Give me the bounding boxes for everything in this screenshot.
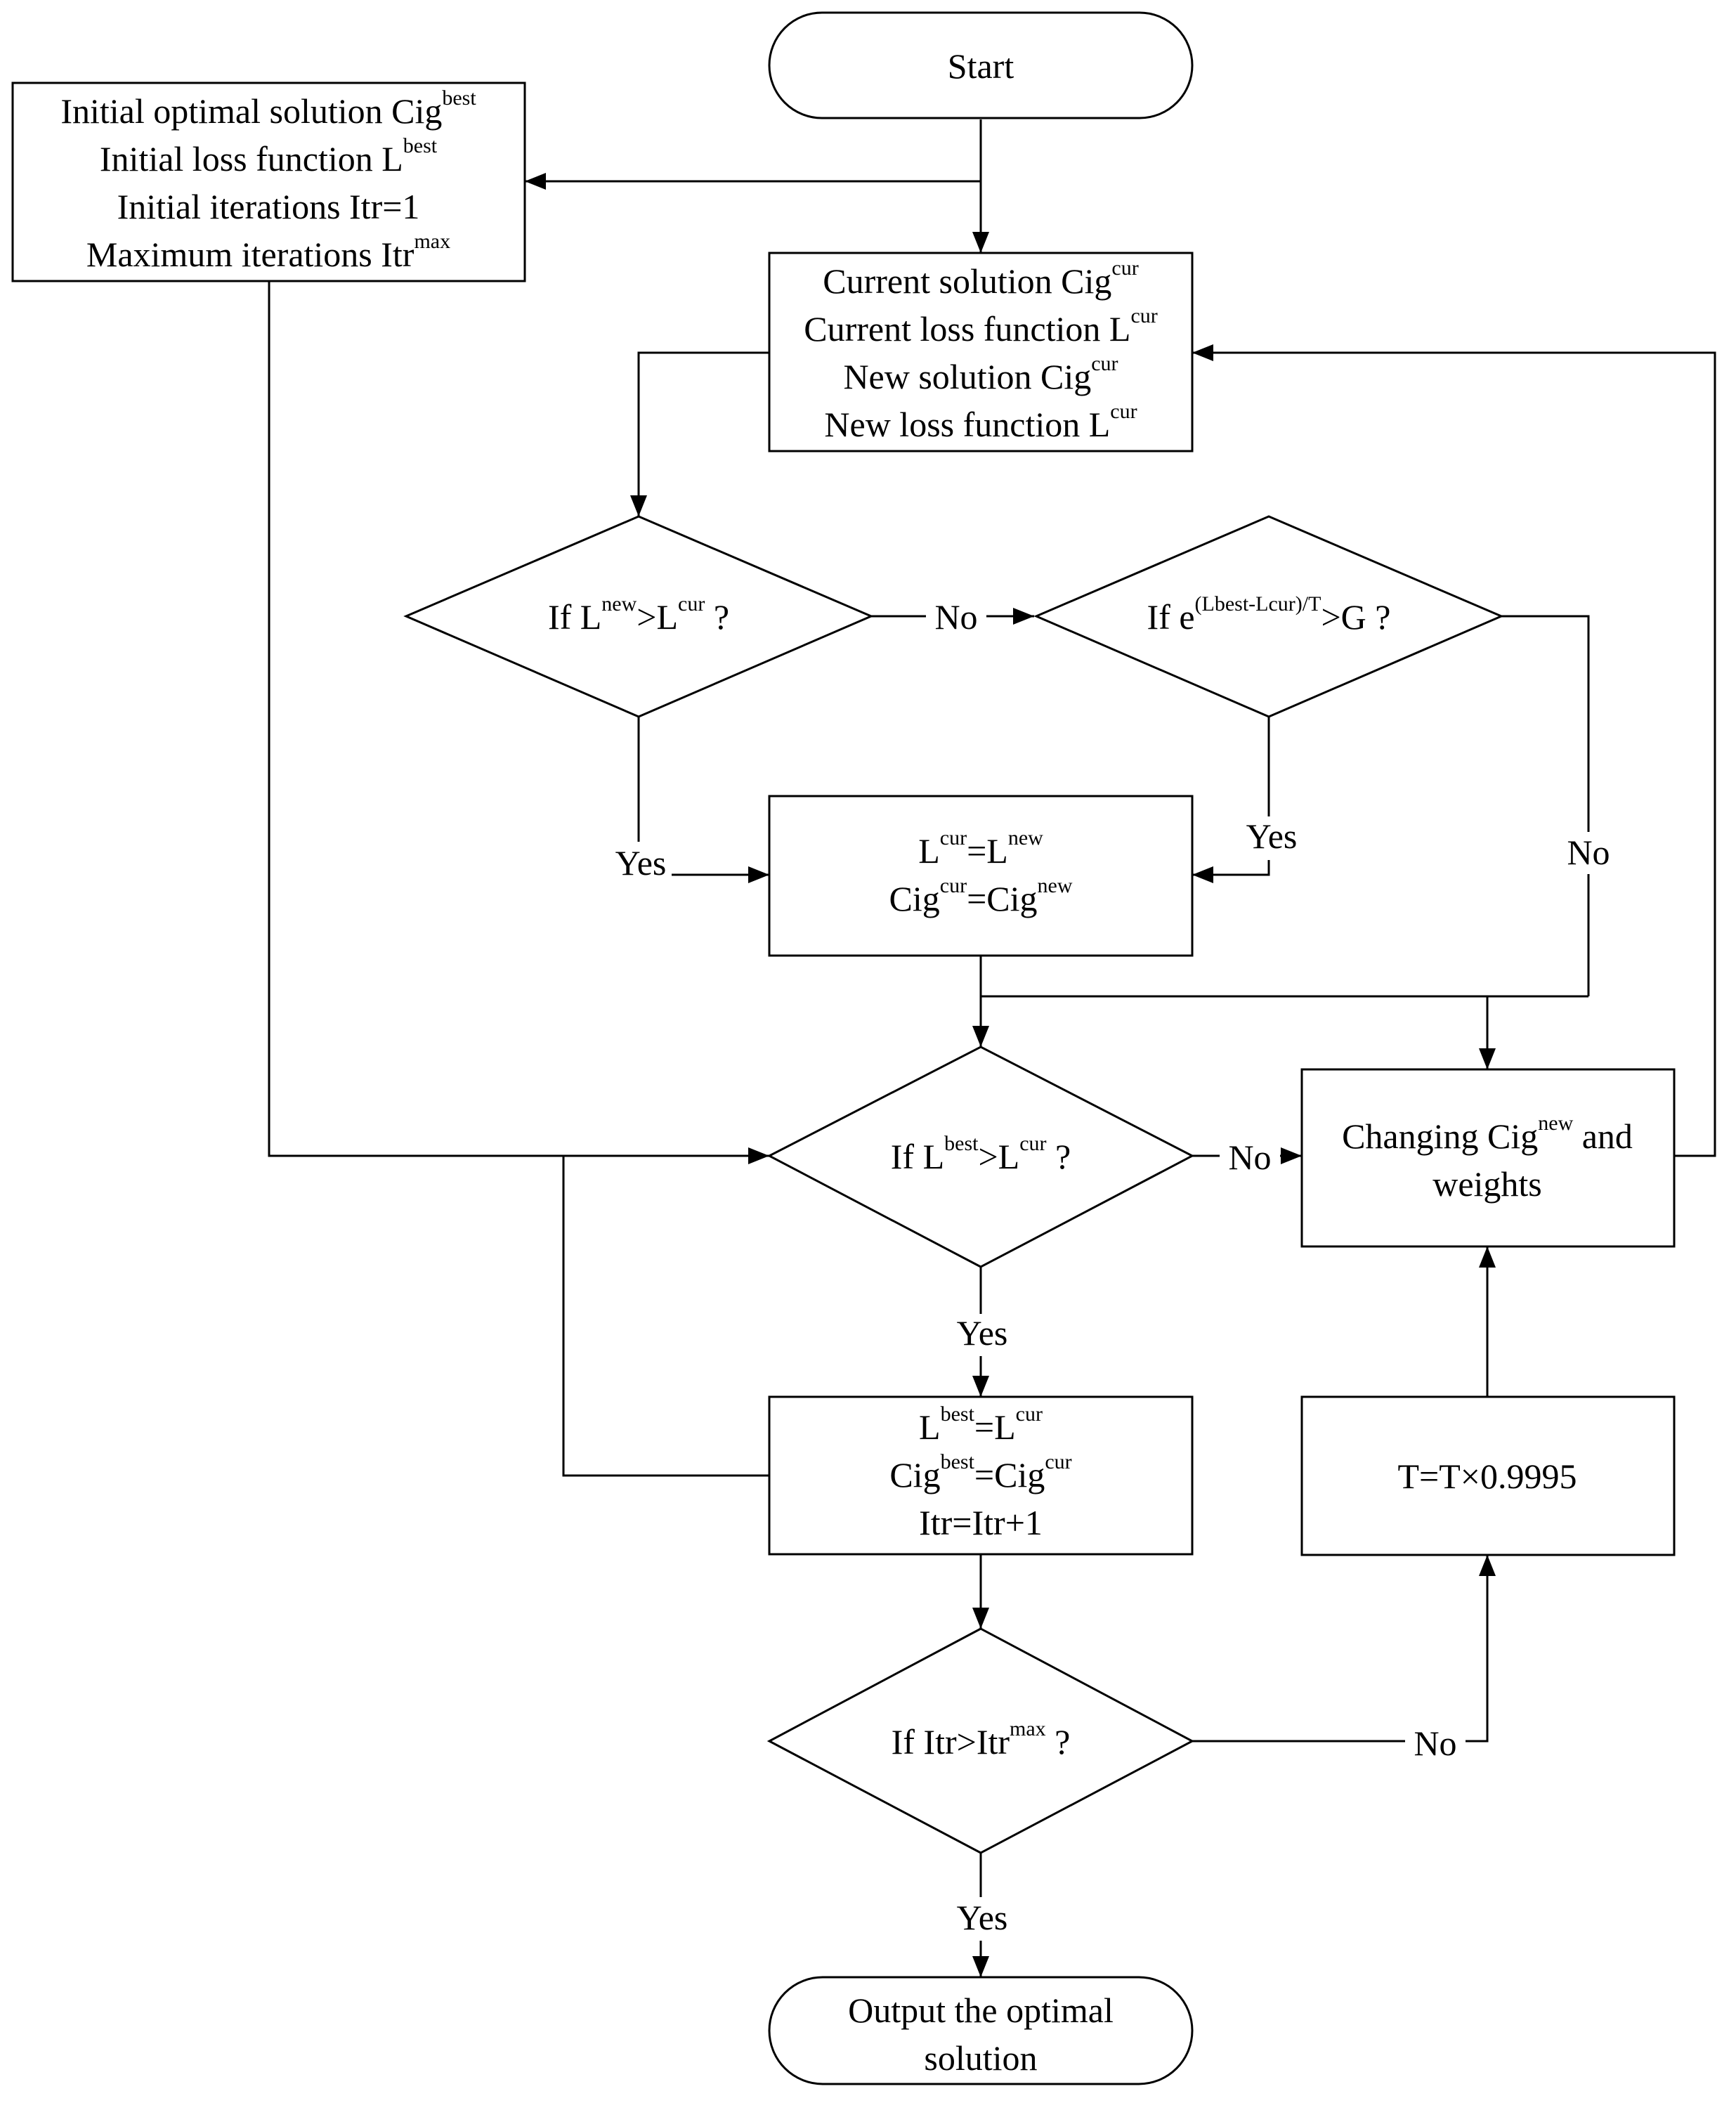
changing-line-2: weights xyxy=(1432,1164,1542,1204)
current-box xyxy=(768,252,1194,452)
edge-dec2-yes xyxy=(1192,717,1270,883)
current-line-3: New solution Cigcur xyxy=(843,352,1118,396)
temperature-label: T=T×0.9995 xyxy=(1398,1457,1577,1496)
edge-label-dec3-yes: Yes xyxy=(957,1313,1008,1353)
output-line-1: Output the optimal xyxy=(848,1991,1114,2030)
start-label: Start xyxy=(948,46,1014,86)
current-line-1: Current solution Cigcur xyxy=(823,256,1138,301)
update-line-1: Lcur=Lnew xyxy=(918,826,1043,871)
changing-box xyxy=(1300,1068,1676,1248)
temperature-box xyxy=(1300,1395,1676,1556)
decision-1-label: If Lnew>Lcur ? xyxy=(548,592,729,637)
decision-3-label: If Lbest>Lcur ? xyxy=(891,1132,1071,1176)
update-box xyxy=(768,795,1194,957)
decision-4 xyxy=(766,1627,1195,1854)
decision-2-label: If e(Lbest-Lcur)/T>G ? xyxy=(1147,592,1391,637)
decision-4-label: If Itr>Itrmax ? xyxy=(892,1717,1071,1761)
edge-label-dec4-yes: Yes xyxy=(957,1898,1008,1937)
edge-merge-to-changing xyxy=(981,995,1588,1069)
start-terminator xyxy=(768,11,1194,119)
edge-label-dec1-no: No xyxy=(934,597,977,637)
changing-line-1: Changing Cignew and xyxy=(1342,1112,1633,1156)
best-line-2: Cigbest=Cigcur xyxy=(889,1450,1071,1494)
edge-label-dec4-no: No xyxy=(1414,1724,1456,1763)
edge-init-to-dec3 xyxy=(268,281,769,1164)
decision-1 xyxy=(403,515,874,718)
edge-changing-to-current xyxy=(1192,344,1716,1157)
decision-3 xyxy=(766,1046,1195,1268)
edge-label-dec1-yes: Yes xyxy=(615,843,667,883)
edge-dec4-no xyxy=(1192,1555,1496,1743)
init-line-4: Maximum iterations Itrmax xyxy=(86,230,450,274)
decision-2 xyxy=(1033,515,1504,718)
current-line-2: Current loss function Lcur xyxy=(804,304,1158,349)
best-box xyxy=(768,1395,1194,1556)
edge-best-loop xyxy=(562,1156,769,1477)
update-line-2: Cigcur=Cignew xyxy=(889,874,1073,918)
edge-label-dec3-no: No xyxy=(1228,1138,1271,1177)
edge-label-dec2-yes: Yes xyxy=(1246,816,1298,856)
init-box xyxy=(11,82,526,282)
edge-label-dec2-no: No xyxy=(1567,833,1610,872)
output-terminator xyxy=(768,1976,1194,2085)
edge-dec2-no xyxy=(1501,615,1590,996)
init-line-2: Initial loss function Lbest xyxy=(100,134,438,178)
output-line-2: solution xyxy=(924,2038,1037,2078)
current-line-4: New loss function Lcur xyxy=(824,400,1137,444)
edge-current-to-dec1 xyxy=(630,351,769,516)
init-line-1: Initial optimal solution Cigbest xyxy=(60,86,476,131)
init-line-3: Initial iterations Itr=1 xyxy=(117,187,420,226)
best-line-3: Itr=Itr+1 xyxy=(919,1503,1043,1542)
best-line-1: Lbest=Lcur xyxy=(919,1402,1043,1447)
